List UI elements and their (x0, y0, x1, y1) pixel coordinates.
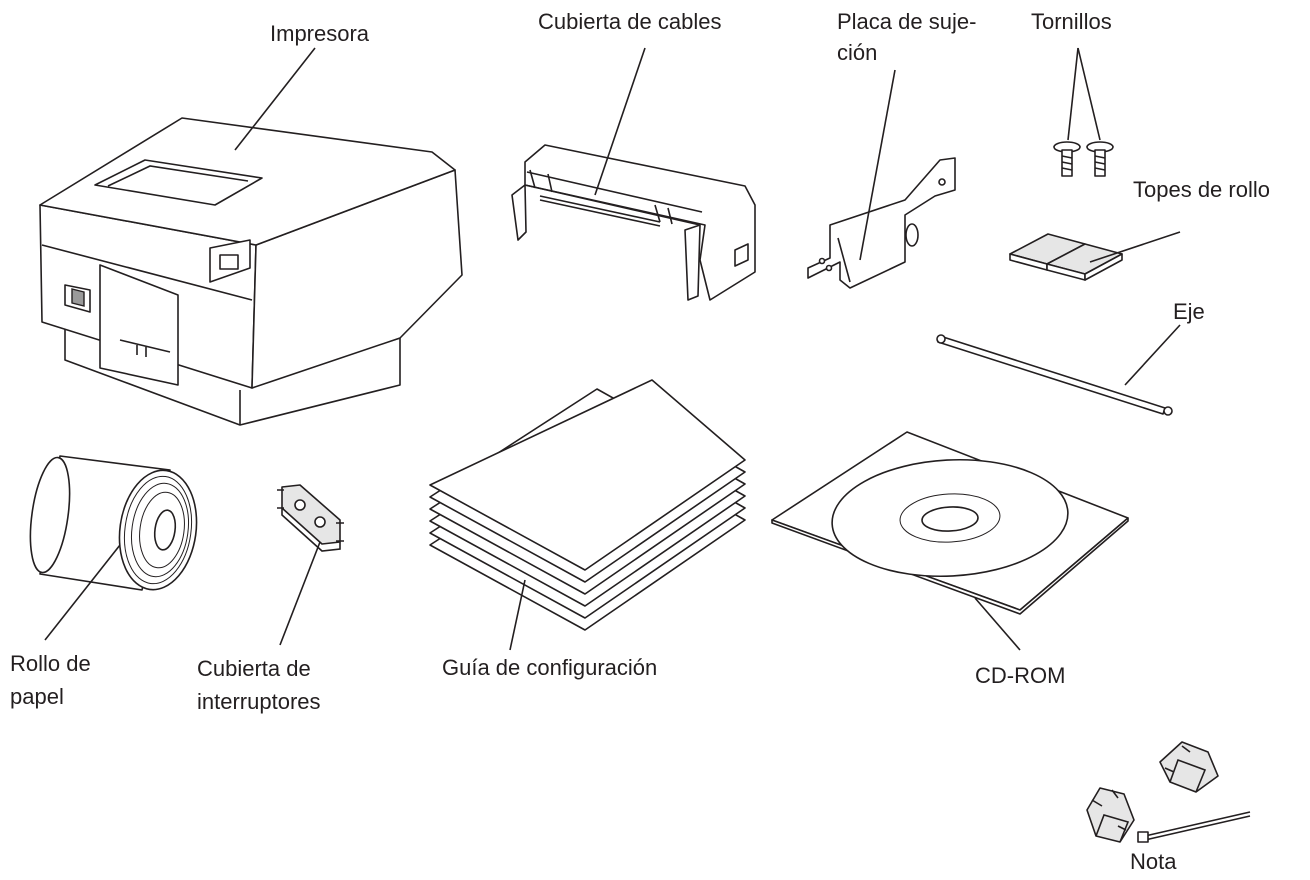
label-eje: Eje (1173, 299, 1205, 324)
label-tornillos: Tornillos (1031, 9, 1112, 34)
label-cd-rom: CD-ROM (975, 663, 1066, 688)
cable-cover-illustration (511, 144, 756, 301)
label-guia-de-configuracion: Guía de configuración (442, 655, 658, 680)
roll-stoppers-illustration (1009, 233, 1123, 281)
label-impresora: Impresora (270, 21, 370, 46)
label-interruptores-line1: Cubierta de (197, 656, 311, 681)
label-rollo-line1: Rollo de (10, 651, 91, 676)
cd-rom-illustration (771, 431, 1129, 615)
shaft-illustration (936, 334, 1173, 416)
leader-lines (44, 47, 1181, 651)
switch-cover-illustration (277, 484, 344, 552)
label-rollo-line2: papel (10, 684, 64, 709)
label-interruptores-line2: interruptores (197, 689, 321, 714)
label-nota: Nota (1130, 849, 1177, 874)
setup-guide-stack-illustration (429, 379, 746, 631)
ferrite-cores-and-cable-tie-illustration (1086, 741, 1251, 843)
label-placa-line2: ción (837, 40, 878, 65)
mounting-plate-illustration (807, 157, 956, 289)
paper-roll-illustration (29, 455, 198, 591)
printer-illustration (39, 117, 463, 426)
label-cubierta-de-cables: Cubierta de cables (538, 9, 722, 34)
screws-illustration (1053, 141, 1114, 177)
label-topes-de-rollo: Topes de rollo (1133, 177, 1270, 202)
label-placa-line1: Placa de suje- (837, 9, 977, 34)
